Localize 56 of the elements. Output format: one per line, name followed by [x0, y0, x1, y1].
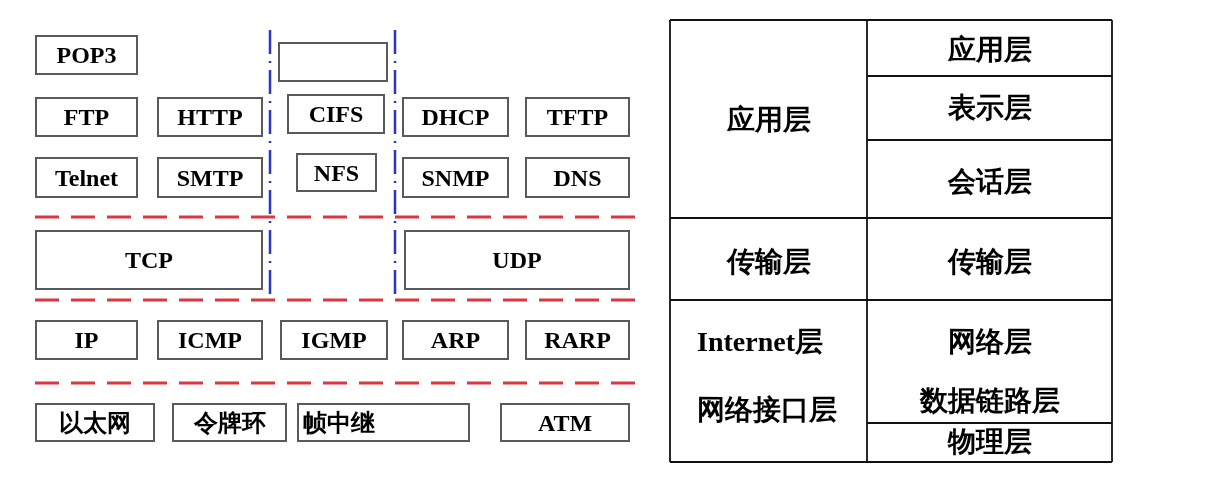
protocol-name: ARP	[430, 328, 481, 352]
protocol-name: DHCP	[421, 105, 490, 129]
protocol-name: ATM	[537, 410, 593, 435]
protocol-box	[280, 320, 388, 360]
layer-name: 会话层	[947, 168, 1032, 196]
protocol-name: FTP	[63, 105, 110, 129]
layer-name: 应用层	[947, 36, 1032, 64]
protocol-box	[402, 97, 509, 137]
protocol-name: SNMP	[421, 165, 490, 190]
protocol-box	[500, 403, 630, 442]
protocol-name: TCP	[125, 248, 173, 272]
protocol-box	[157, 157, 263, 198]
protocol-name: NFS	[313, 160, 360, 185]
protocol-name: 帧中继	[303, 410, 375, 435]
protocol-name: 以太网	[59, 410, 131, 435]
layer-name: 网络层	[947, 328, 1032, 356]
protocol-box	[525, 157, 630, 198]
protocol-name: TFTP	[546, 105, 609, 129]
protocol-box	[157, 97, 263, 137]
protocol-name: SMTP	[176, 165, 244, 190]
protocol-box	[35, 35, 138, 75]
protocol-box	[402, 157, 509, 198]
protocol-box	[402, 320, 509, 360]
protocol-box	[172, 403, 287, 442]
layer-name: 传输层	[947, 248, 1032, 276]
protocol-box	[35, 230, 263, 290]
protocol-box	[296, 153, 377, 192]
protocol-box	[525, 97, 630, 137]
protocol-name: ICMP	[178, 328, 242, 352]
protocol-box	[35, 403, 155, 442]
protocol-box	[157, 320, 263, 360]
protocol-box	[35, 320, 138, 360]
protocol-name: IP	[74, 328, 99, 352]
layer-name: 网络接口层	[697, 396, 837, 424]
layer-name: 应用层	[726, 106, 811, 134]
protocol-name: HTTP	[177, 105, 243, 129]
protocol-name: UDP	[492, 248, 542, 272]
protocol-name: 令牌环	[193, 410, 266, 435]
protocol-box	[404, 230, 630, 290]
protocol-box	[287, 94, 385, 134]
protocol-box	[525, 320, 630, 360]
protocol-box	[297, 403, 470, 442]
protocol-name: Telnet	[54, 165, 119, 190]
protocol-box	[278, 42, 388, 82]
layer-name: 数据链路层	[919, 387, 1060, 415]
layer-name: Internet层	[697, 328, 823, 356]
protocol-name: DNS	[553, 165, 602, 190]
protocol-name: POP3	[56, 43, 117, 67]
layer-name: 物理层	[947, 428, 1032, 456]
protocol-box	[35, 157, 138, 198]
layer-name: 表示层	[947, 94, 1032, 122]
protocol-name: IGMP	[301, 328, 367, 352]
protocol-box	[35, 97, 138, 137]
protocol-name: CIFS	[308, 102, 364, 126]
layer-name: 传输层	[726, 248, 811, 276]
protocol-name: RARP	[544, 328, 611, 352]
